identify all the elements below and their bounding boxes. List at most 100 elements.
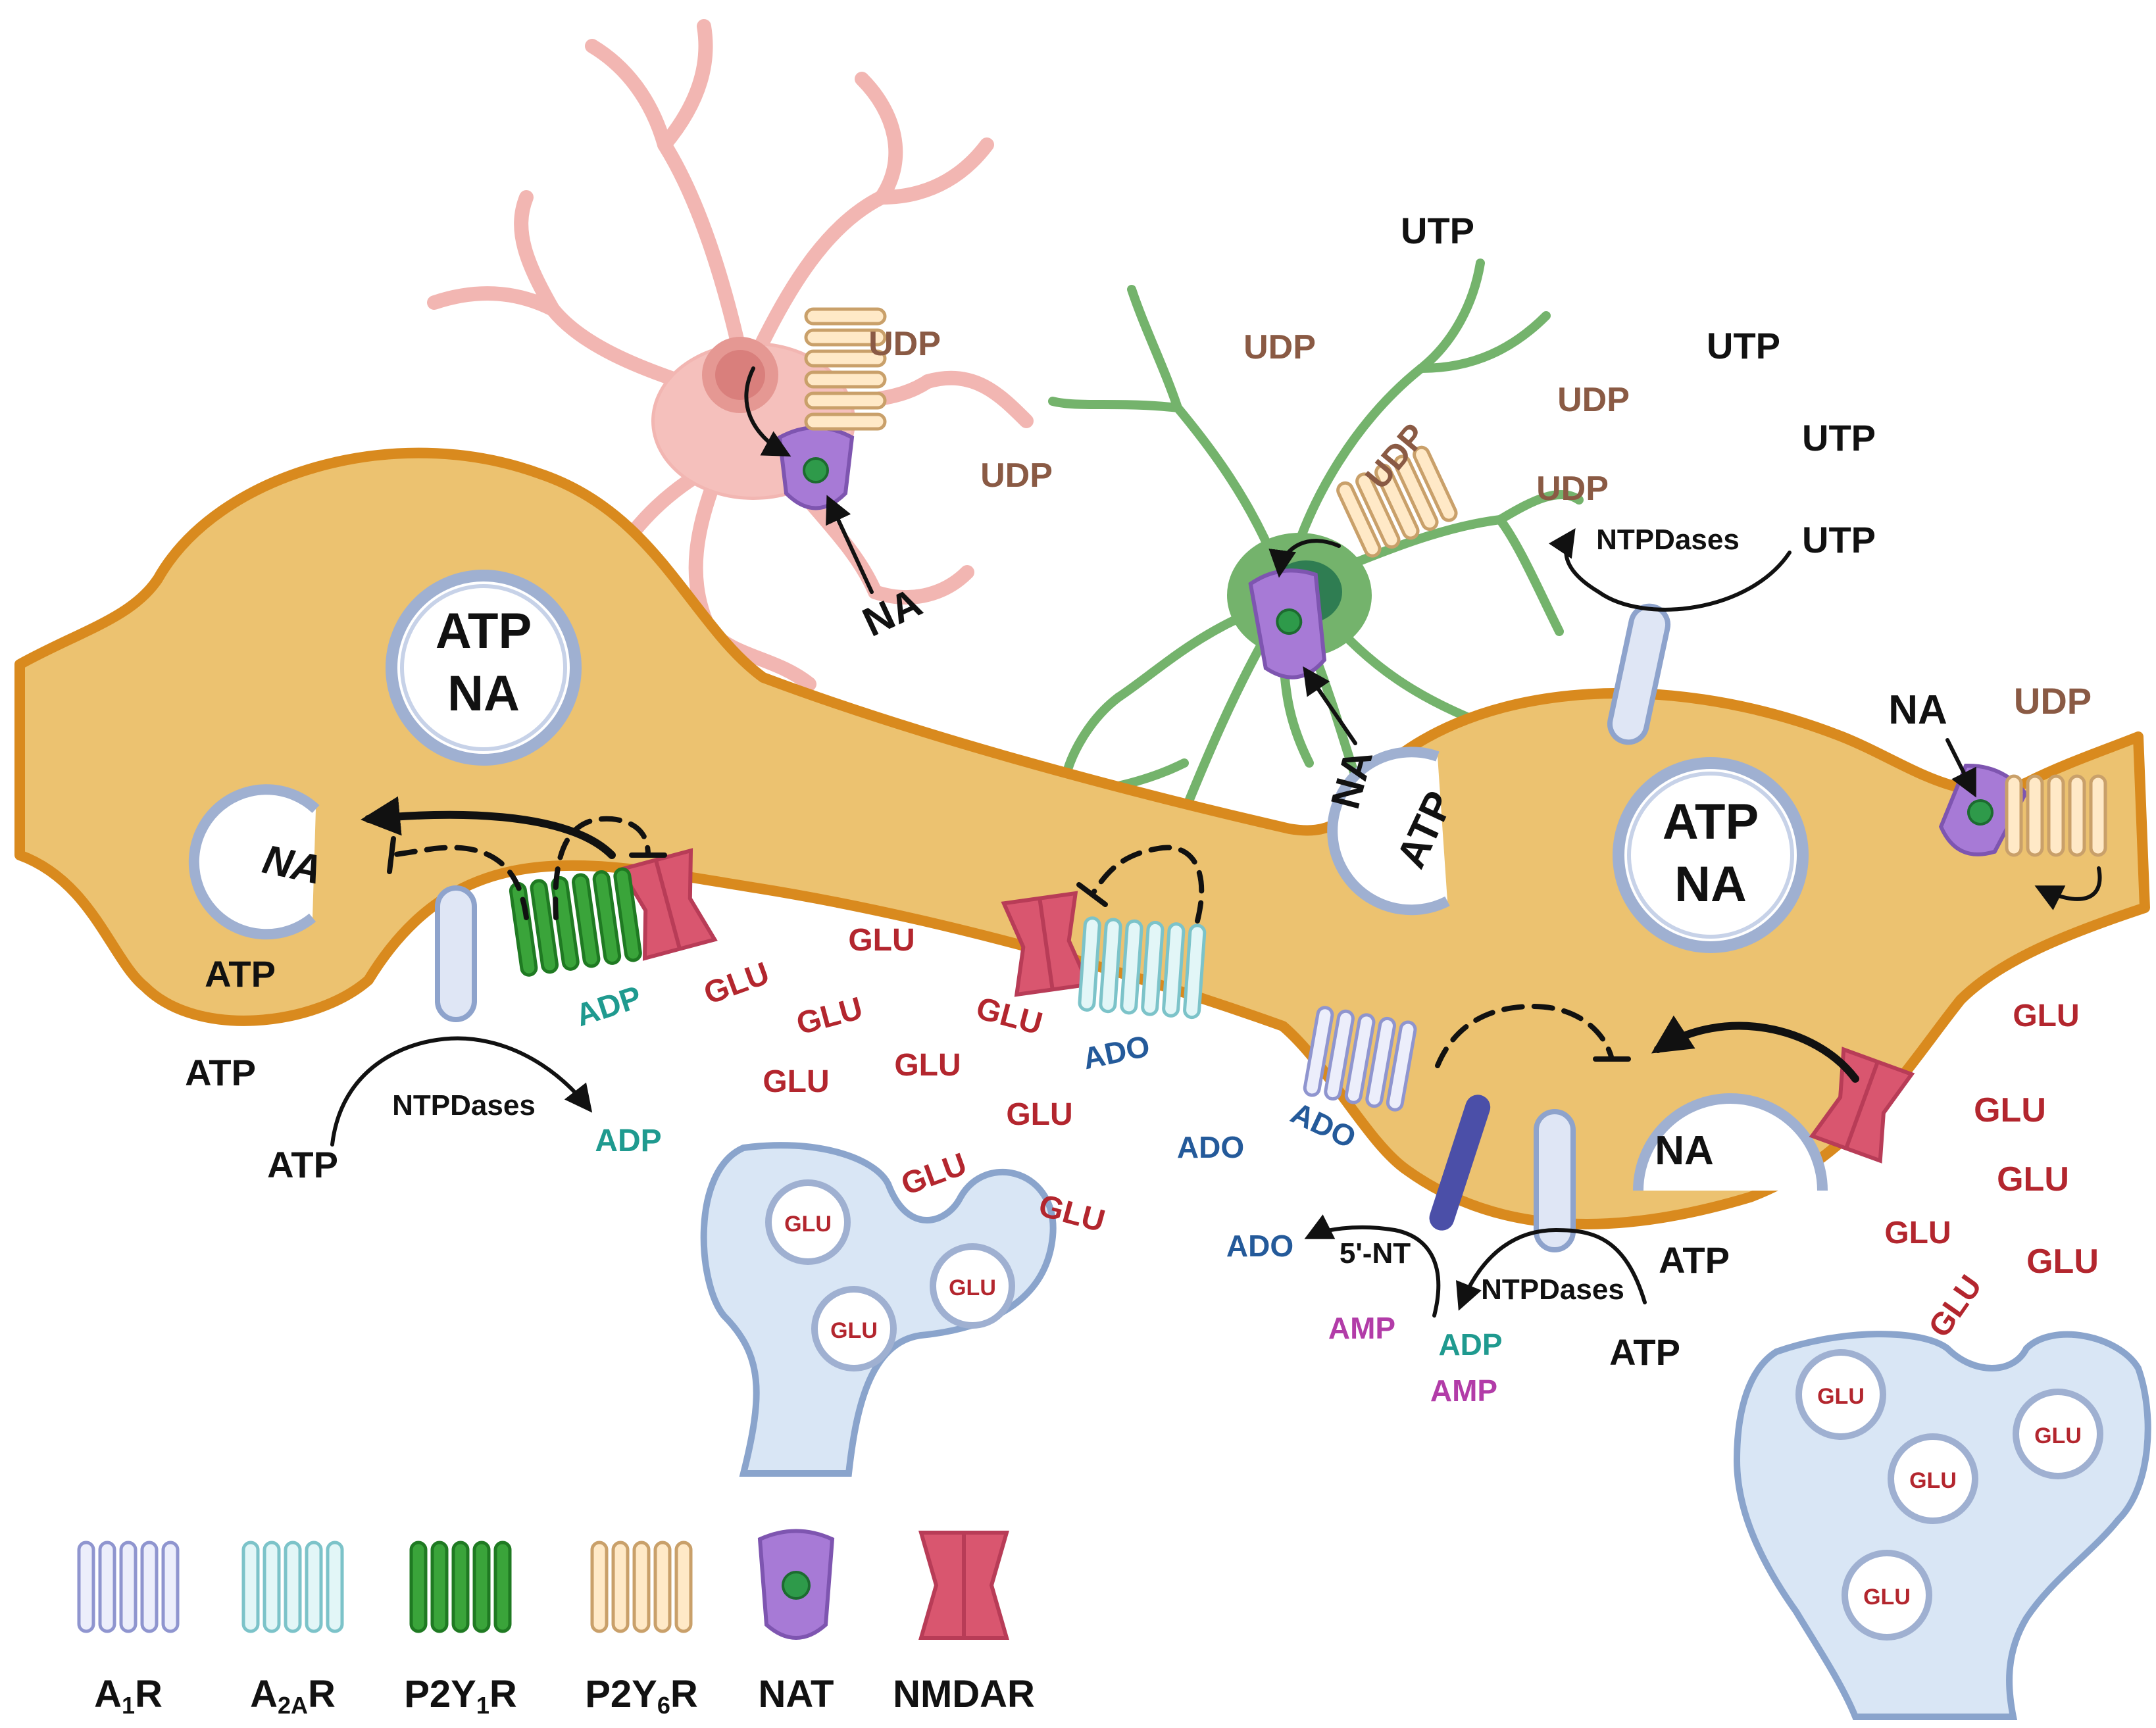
inhibition-nmdar-left bbox=[553, 816, 651, 920]
glu-2: GLU bbox=[848, 923, 915, 958]
a2ar-receptor-icon bbox=[241, 1541, 344, 1633]
arrow-axon-right-curve bbox=[2034, 866, 2102, 910]
label-adp-bottom: ADP bbox=[1438, 1327, 1502, 1362]
inhibition-a1r bbox=[1435, 1003, 1615, 1068]
legend-label-p2y6r: P2Y6R bbox=[585, 1673, 698, 1719]
nmdar-left bbox=[618, 848, 718, 961]
glu-4: GLU bbox=[763, 1064, 829, 1099]
glu-5: GLU bbox=[894, 1048, 961, 1083]
a1r-receptor-icon bbox=[77, 1541, 180, 1633]
ntpdase-top-right bbox=[1607, 603, 1671, 745]
arrow-release-right bbox=[1651, 1015, 1859, 1083]
pathway-arrows bbox=[330, 366, 2102, 1318]
vesicle-right-na: NA bbox=[1674, 856, 1747, 912]
arrow-ntpdase-utp-udp bbox=[1548, 528, 1792, 612]
glu-vesicle-4: GLU bbox=[1817, 1384, 1865, 1409]
vesicle-left-na: NA bbox=[447, 666, 520, 722]
glu-vesicle-3: GLU bbox=[830, 1318, 878, 1343]
label-atp-left-1: ATP bbox=[205, 953, 276, 995]
nat-transporter-icon bbox=[757, 1529, 835, 1640]
vesicle-atp-na-left bbox=[386, 570, 582, 766]
label-ado-a2ar: ADO bbox=[1080, 1028, 1153, 1075]
vesicle-atp-na-right bbox=[1613, 757, 1809, 953]
p2y6r-astrocyte bbox=[804, 307, 887, 431]
p2y1r-receptor-icon bbox=[409, 1541, 512, 1633]
label-udp-microglia-1: UDP bbox=[1243, 328, 1316, 366]
nmdar-middle bbox=[1001, 891, 1091, 997]
nmdar-channel-icon bbox=[918, 1531, 1009, 1640]
arrow-na-uptake-astrocyte bbox=[826, 495, 874, 594]
label-5nt: 5'-NT bbox=[1340, 1237, 1411, 1270]
fusing-vesicle-na-left bbox=[188, 784, 320, 940]
arrow-na-uptake-axon-right bbox=[1945, 738, 1976, 798]
label-ntpdases-left: NTPDases bbox=[392, 1089, 536, 1122]
label-utp-4: UTP bbox=[1802, 519, 1876, 560]
ntpdase-bottom bbox=[1534, 1109, 1576, 1252]
postsynaptic-terminal-middle bbox=[700, 1142, 1057, 1477]
glu-14: GLU bbox=[2026, 1243, 2099, 1281]
label-adp-p2y1: ADP bbox=[572, 979, 646, 1033]
glu-vesicle-2: GLU bbox=[949, 1275, 996, 1300]
glu-15: GLU bbox=[1922, 1269, 1990, 1343]
arrow-microglia-curve bbox=[1268, 539, 1341, 578]
glu-10: GLU bbox=[2013, 999, 2079, 1033]
legend-label-a2ar: A2AR bbox=[250, 1673, 336, 1719]
a1r-axon-middle bbox=[1303, 1006, 1417, 1112]
glu-12: GLU bbox=[1997, 1160, 2069, 1198]
label-ado-5nt: ADO bbox=[1226, 1229, 1293, 1263]
arrow-ntpdase-atp-adp bbox=[330, 1036, 593, 1147]
five-nucleotidase bbox=[1429, 1095, 1491, 1231]
label-amp-1: AMP bbox=[1328, 1311, 1395, 1345]
p2y6r-receptor-icon bbox=[590, 1541, 693, 1633]
arrow-na-uptake-microglia bbox=[1303, 666, 1357, 745]
inhibition-p2y1-left bbox=[389, 845, 529, 920]
label-amp-2: AMP bbox=[1430, 1373, 1497, 1408]
glu-7: GLU bbox=[1006, 1097, 1072, 1132]
label-udp-astrocyte-1: UDP bbox=[868, 325, 941, 363]
vesicle-left-atp: ATP bbox=[436, 603, 532, 659]
fusing-vesicle-na-right bbox=[1633, 1093, 1828, 1191]
axon bbox=[14, 447, 2150, 1229]
postsynaptic-terminal-right bbox=[1733, 1331, 2151, 1720]
glu-6: GLU bbox=[972, 991, 1046, 1041]
glu-3: GLU bbox=[793, 991, 866, 1041]
legend: A1R A2AR P2Y1R P2Y6R NAT NMDAR bbox=[77, 1529, 1035, 1719]
glu-vesicle-7: GLU bbox=[1863, 1585, 1911, 1610]
label-atp-bottom-1: ATP bbox=[1659, 1239, 1730, 1281]
label-utp-3: UTP bbox=[1802, 417, 1876, 458]
label-utp-1: UTP bbox=[1401, 210, 1474, 251]
arrow-5nt-amp-ado bbox=[1304, 1214, 1441, 1318]
glu-vesicle-6: GLU bbox=[1909, 1468, 1957, 1493]
p2y6r-microglia bbox=[1336, 445, 1458, 558]
vesicle-right-atp: ATP bbox=[1663, 794, 1759, 850]
arrow-release-left bbox=[361, 796, 616, 859]
label-udp-axon-right: UDP bbox=[2014, 680, 2092, 722]
label-utp-2: UTP bbox=[1707, 325, 1780, 366]
fusing-vesicle-atp-middle bbox=[1327, 747, 1450, 916]
glu-vesicle-1: GLU bbox=[784, 1212, 832, 1237]
label-na-axon-right: NA bbox=[1888, 687, 1947, 733]
label-atp-left-3: ATP bbox=[267, 1144, 338, 1185]
inhibition-a2ar bbox=[1090, 845, 1205, 924]
p2y6r-axon-right bbox=[2005, 774, 2107, 857]
p2y1r-axon-left bbox=[509, 867, 642, 977]
label-udp-astrocyte-2: UDP bbox=[980, 457, 1053, 495]
fusing-right-na: NA bbox=[1655, 1128, 1714, 1173]
nat-transporter-astrocyte bbox=[777, 426, 855, 510]
legend-label-nat: NAT bbox=[759, 1673, 834, 1716]
label-ntpdases-bottom: NTPDases bbox=[1481, 1273, 1624, 1306]
label-adp-left: ADP bbox=[595, 1123, 661, 1158]
label-udp-right-2: UDP bbox=[1536, 470, 1609, 508]
a2ar-axon-middle bbox=[1078, 916, 1207, 1020]
legend-label-nmdar: NMDAR bbox=[893, 1673, 1035, 1716]
glu-vesicle-5: GLU bbox=[2034, 1423, 2082, 1448]
label-atp-left-2: ATP bbox=[185, 1052, 256, 1093]
label-ado-middle: ADO bbox=[1177, 1130, 1244, 1164]
label-ntpdases-top: NTPDases bbox=[1596, 524, 1740, 556]
nmdar-right bbox=[1809, 1047, 1915, 1164]
glu-11: GLU bbox=[1974, 1091, 2046, 1129]
label-atp-bottom-2: ATP bbox=[1609, 1331, 1680, 1373]
vesicle-labels: ATP NA ATP NA NA ATP NA bbox=[259, 603, 1759, 1173]
label-udp-right-1: UDP bbox=[1557, 381, 1630, 419]
